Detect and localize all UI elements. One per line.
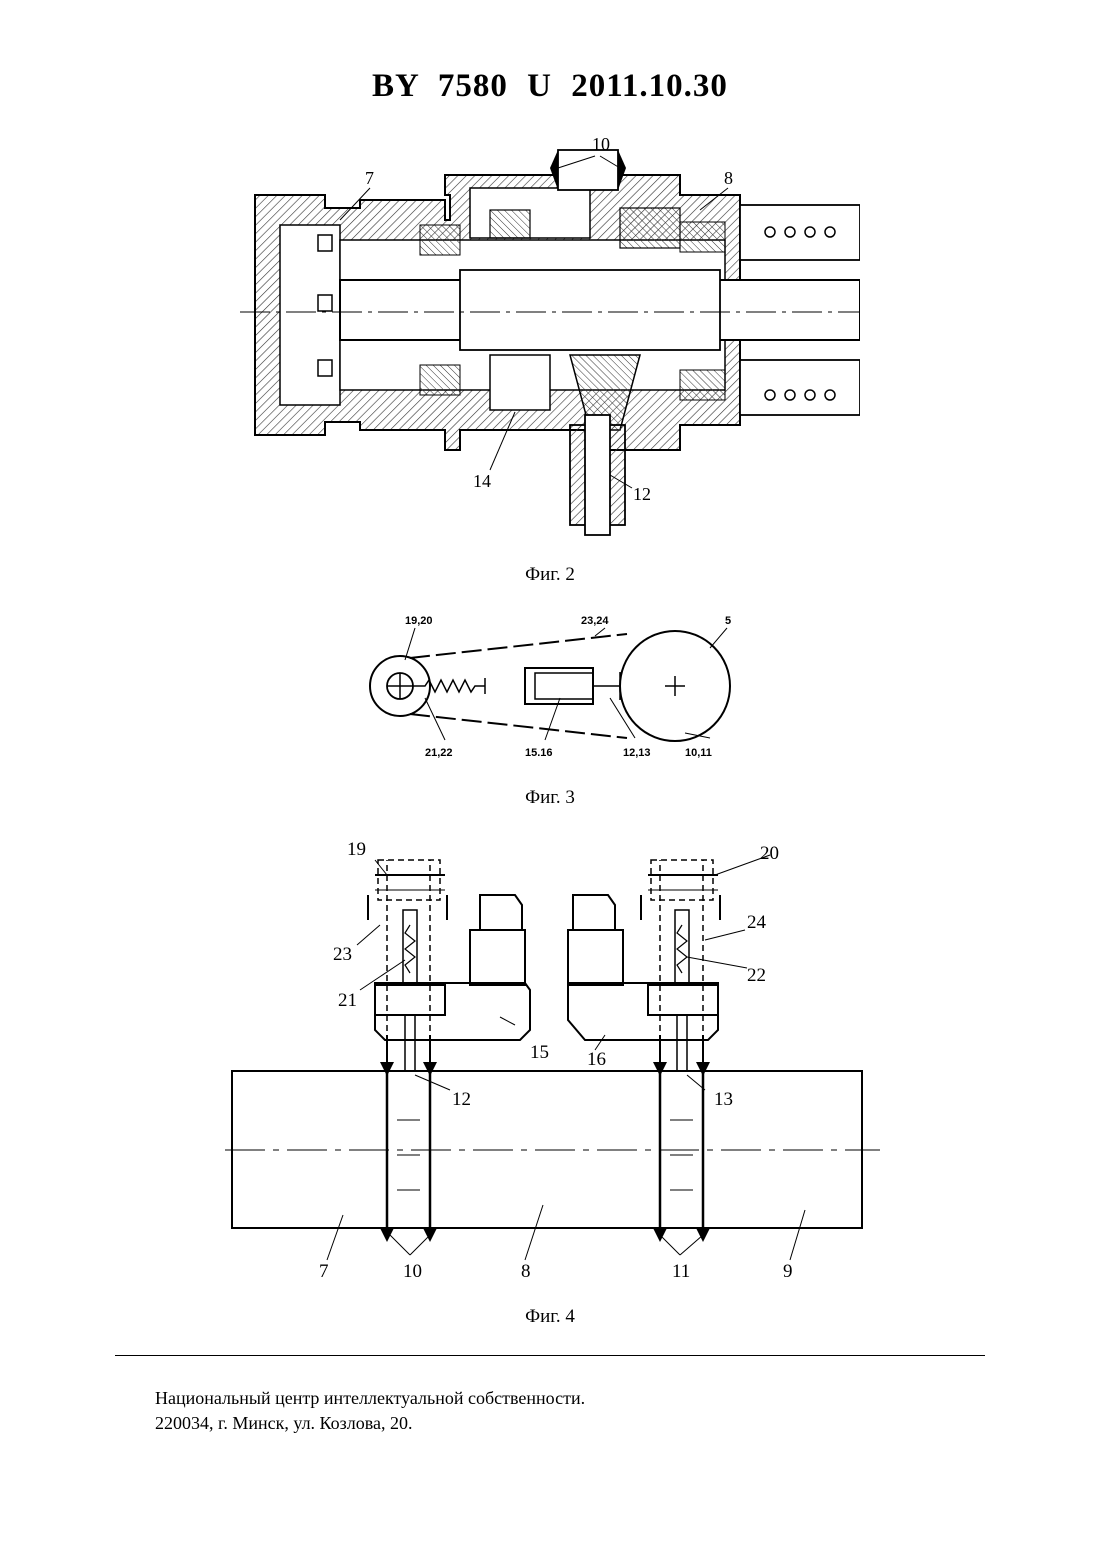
fig4-label-8: 8 xyxy=(521,1261,531,1282)
fig4-label-23: 23 xyxy=(333,944,352,965)
footer-line-2: 220034, г. Минск, ул. Козлова, 20. xyxy=(155,1411,585,1436)
fig2-label-14: 14 xyxy=(473,471,491,491)
fig3-label-21-22: 21,22 xyxy=(425,747,453,759)
fig4-label-13: 13 xyxy=(714,1089,733,1110)
footer: Национальный центр интеллектуальной собс… xyxy=(155,1386,585,1436)
fig4-label-24: 24 xyxy=(747,912,767,933)
fig2-label-7: 7 xyxy=(365,168,374,188)
figure-2-caption: Фиг. 2 xyxy=(0,564,1100,586)
fig4-label-7: 7 xyxy=(319,1261,329,1282)
figure-4-drawing: 19 20 23 24 21 22 15 16 12 13 7 10 8 11 … xyxy=(225,835,880,1285)
fig4-label-15: 15 xyxy=(530,1042,549,1063)
fig2-label-8: 8 xyxy=(724,168,733,188)
footer-line-1: Национальный центр интеллектуальной собс… xyxy=(155,1386,585,1411)
page-header: BY 7580 U 2011.10.30 xyxy=(0,68,1100,105)
footer-divider xyxy=(115,1355,985,1356)
fig2-label-10: 10 xyxy=(592,134,610,154)
fig4-label-20: 20 xyxy=(760,843,779,864)
fig3-label-15-16: 15.16 xyxy=(525,747,553,759)
fig4-label-11: 11 xyxy=(672,1261,690,1282)
fig4-label-16: 16 xyxy=(587,1049,606,1070)
fig4-label-22: 22 xyxy=(747,965,766,986)
fig3-label-23-24: 23,24 xyxy=(581,615,609,627)
fig2-label-12: 12 xyxy=(633,484,651,504)
fig4-label-21: 21 xyxy=(338,990,357,1011)
fig4-label-10: 10 xyxy=(403,1261,422,1282)
figure-3-drawing: 19,20 23,24 5 21,22 15.16 12,13 10,11 xyxy=(365,608,745,766)
figure-2-drawing: 10 7 8 14 12 xyxy=(240,130,860,545)
fig4-label-9: 9 xyxy=(783,1261,793,1282)
fig3-label-19-20: 19,20 xyxy=(405,615,433,627)
fig3-label-10-11: 10,11 xyxy=(685,747,712,759)
fig4-label-12: 12 xyxy=(452,1089,471,1110)
figure-3-caption: Фиг. 3 xyxy=(0,787,1100,809)
fig3-label-5: 5 xyxy=(725,615,731,627)
fig3-label-12-13: 12,13 xyxy=(623,747,651,759)
fig4-label-19: 19 xyxy=(347,839,366,860)
figure-4-caption: Фиг. 4 xyxy=(0,1306,1100,1328)
